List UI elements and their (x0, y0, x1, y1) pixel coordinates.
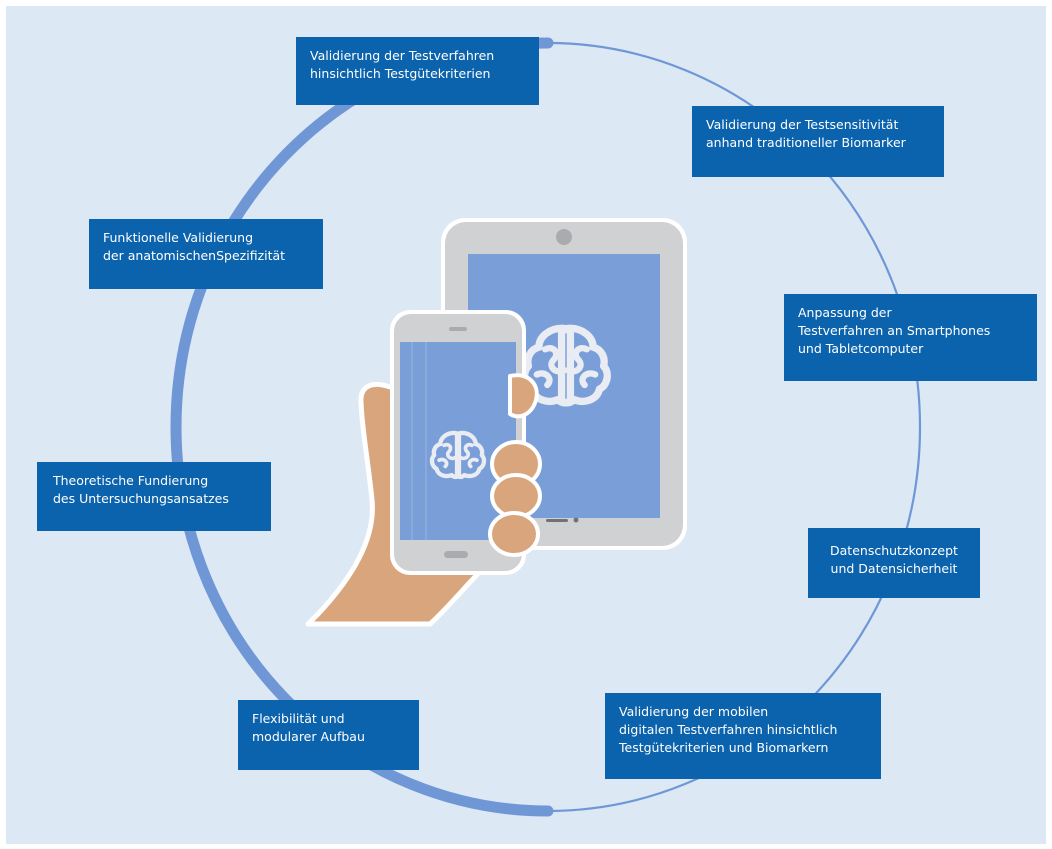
node-validierung-testsensitivitaet: Validierung der Testsensitivität anhand … (692, 106, 944, 177)
hand-fingers (488, 373, 542, 557)
node-funktionelle-validierung: Funktionelle Validierung der anatomische… (89, 219, 323, 289)
node-validierung-testgute: Validierung der Testverfahren hinsichtli… (296, 37, 539, 105)
smartphone-home-button (444, 551, 468, 558)
node-validierung-mobil: Validierung der mobilen digitalen Testve… (605, 693, 881, 779)
node-anpassung-smartphones: Anpassung der Testverfahren an Smartphon… (784, 294, 1037, 381)
node-flexibilitaet: Flexibilität und modularer Aufbau (238, 700, 419, 770)
tablet-camera-icon (556, 229, 572, 245)
node-datenschutz: Datenschutzkonzept und Datensicherheit (808, 528, 980, 598)
node-theoretische-fundierung: Theoretische Fundierung des Untersuchung… (37, 462, 271, 531)
